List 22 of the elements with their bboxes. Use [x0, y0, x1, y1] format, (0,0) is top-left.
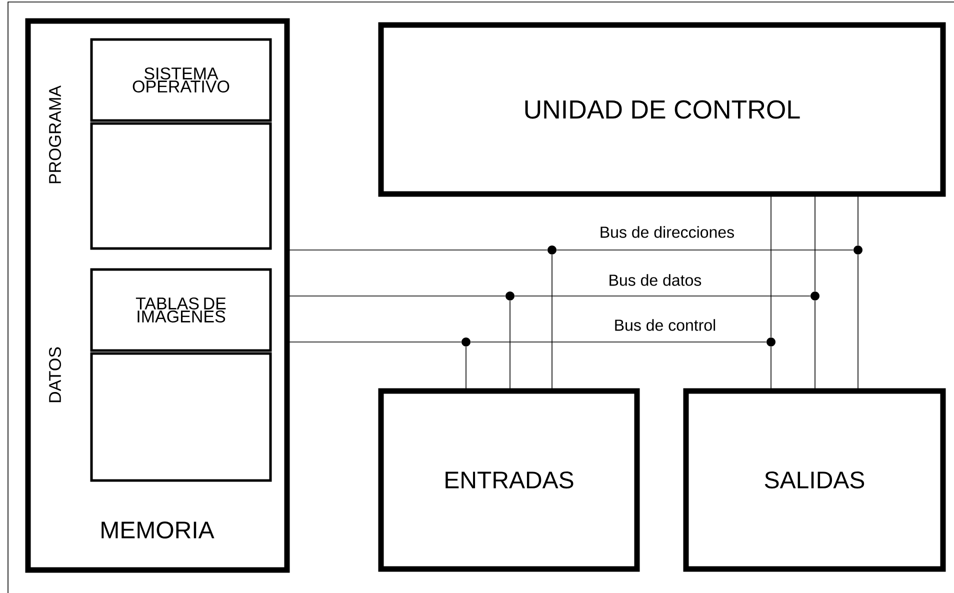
bus-label: Bus de control: [612, 318, 718, 332]
junction-dot: [766, 338, 776, 346]
output-box: SALIDAS: [683, 388, 946, 572]
bus-line: [770, 346, 772, 392]
control-unit-box: UNIDAD DE CONTROL: [378, 22, 946, 197]
junction-dot: [506, 292, 514, 300]
memory-section-box: SISTEMA OPERATIVO: [90, 38, 272, 122]
bus-label: Bus de direcciones: [598, 225, 736, 239]
memory-section-box: TABLAS DE IMAGENES: [90, 268, 272, 352]
section-label: PROGRAMA: [48, 85, 62, 184]
junction-dot: [854, 246, 862, 254]
bus-line: [814, 300, 816, 392]
memory-section-box: [90, 122, 272, 250]
bus-label: Bus de datos: [607, 273, 703, 287]
bus-line: [770, 194, 772, 338]
junction-dot: [810, 292, 820, 300]
memory-section-box: [90, 352, 272, 482]
bus-line: [814, 194, 816, 292]
input-box: ENTRADAS: [378, 388, 640, 572]
junction-dot: [548, 246, 556, 254]
section-label: DATOS: [48, 347, 62, 402]
junction-dot: [462, 338, 470, 346]
